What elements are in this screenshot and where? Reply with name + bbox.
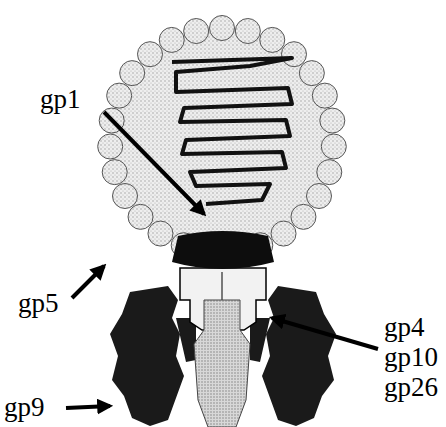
leader-arrow	[72, 266, 104, 298]
capsid-shell	[98, 16, 347, 258]
capsid-bead	[271, 221, 296, 246]
leader-arrow	[104, 112, 204, 214]
capsid-bead	[312, 83, 337, 108]
tail-fiber-left	[110, 286, 184, 426]
protein-label: gp4	[384, 314, 425, 341]
capsid-bead	[317, 160, 342, 185]
capsid-bead	[210, 16, 235, 41]
capsid-bead	[291, 204, 316, 229]
tail-fiber-right	[262, 286, 336, 426]
capsid-bead	[138, 42, 163, 67]
dna-strand	[172, 58, 292, 204]
capsid-bead	[235, 19, 260, 44]
capsid-interior	[110, 28, 334, 252]
leader-arrow	[66, 406, 110, 408]
protein-label: gp1	[40, 86, 81, 113]
capsid-bead	[321, 134, 346, 159]
capsid-bead	[102, 160, 127, 185]
capsid-bead	[299, 61, 324, 86]
protein-label: gp9	[4, 394, 45, 421]
capsid-bead	[306, 184, 331, 209]
capsid-bead	[260, 27, 285, 52]
capsid-bead	[320, 108, 345, 133]
capsid-bead	[98, 134, 123, 159]
tail-nozzle	[194, 300, 250, 427]
capsid-bead	[128, 204, 153, 229]
protein-label: gp10	[384, 344, 438, 371]
protein-label: gp26	[384, 374, 438, 401]
capsid-bead	[184, 19, 209, 44]
protein-label: gp5	[18, 290, 59, 317]
capsid-bead	[113, 184, 138, 209]
portal-ring	[172, 231, 274, 269]
capsid-bead	[148, 221, 173, 246]
capsid-bead	[107, 83, 132, 108]
capsid-bead	[281, 42, 306, 67]
leader-arrow	[272, 318, 378, 349]
capsid-bead	[159, 27, 184, 52]
capsid-bead	[120, 61, 145, 86]
